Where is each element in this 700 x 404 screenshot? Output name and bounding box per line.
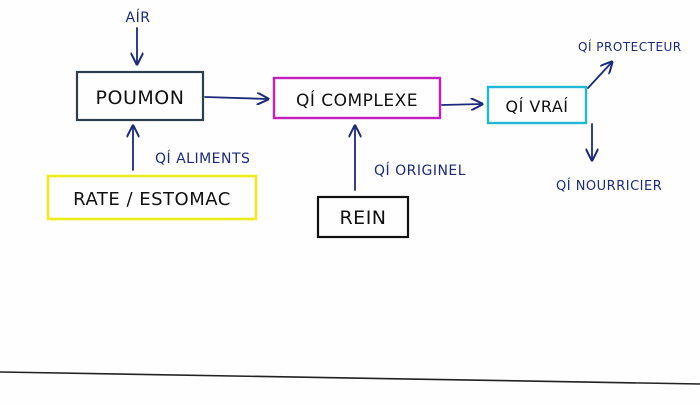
poumon-to-qi-complexe-arrow	[204, 97, 268, 99]
qi-vrai-to-protecteur-arrow	[587, 62, 612, 89]
poumon-box	[75, 70, 205, 122]
rein-box	[316, 195, 410, 239]
qi-aliments-label: QÍ ALIMENTS	[155, 150, 250, 167]
qi-complexe-box	[272, 76, 442, 120]
qi-vrai-label: QÍ VRAÍ	[506, 97, 569, 116]
qi-complexe-to-qi-vrai-arrow	[441, 104, 482, 105]
air-label: AÍR	[126, 9, 151, 26]
bottom-edge-line	[0, 371, 700, 385]
qi-complexe-label: QÍ COMPLEXE	[296, 89, 418, 111]
rate-estomac-label: RATE / ESTOMAC	[73, 189, 231, 210]
qi-protecteur-label: QÍ PROTECTEUR	[578, 39, 682, 54]
qi-vrai-box	[486, 85, 588, 125]
qi-originel-label: QÍ ORIGINEL	[374, 162, 466, 179]
poumon-label: POUMON	[96, 87, 185, 109]
qi-nourricier-label: QÍ NOURRICIER	[556, 178, 662, 194]
rein-label: REIN	[339, 207, 386, 229]
rate-estomac-box	[46, 174, 258, 221]
